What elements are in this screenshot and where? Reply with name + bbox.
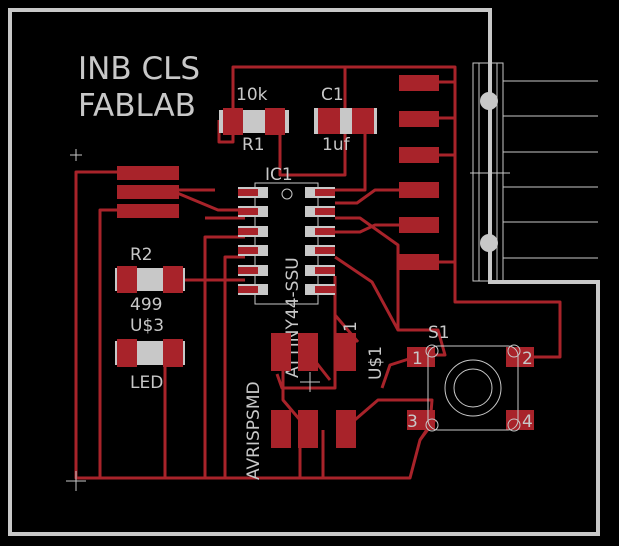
- board-outline: [8, 8, 600, 536]
- capacitor-c1[interactable]: C1 1uf: [314, 85, 377, 155]
- avrisp-name-label: AVRISPSMD: [244, 381, 264, 480]
- u1-name-label: U$1: [366, 346, 386, 380]
- r2-value-label: 499: [130, 295, 162, 315]
- u3-value-label: LED: [130, 373, 163, 393]
- u3-name-label: U$3: [130, 316, 164, 336]
- resonator[interactable]: [117, 166, 179, 218]
- ftdi-pads[interactable]: [399, 75, 439, 270]
- ftdi-header[interactable]: [470, 62, 598, 282]
- s1-pin3-label: 3: [407, 412, 418, 432]
- origin-markers: [66, 149, 320, 491]
- ic1-name-label: IC1: [265, 165, 293, 185]
- r1-value-label: 10k: [236, 85, 268, 105]
- s1-pin1-label: 1: [412, 349, 423, 369]
- r2-name-label: R2: [130, 245, 153, 265]
- led-u3[interactable]: U$3 LED: [115, 316, 185, 393]
- s1-name-label: S1: [428, 323, 450, 343]
- avrisp-pin1-label: 1: [341, 321, 361, 332]
- c1-value-label: 1uf: [322, 135, 351, 155]
- s1-pin2-label: 2: [522, 349, 533, 369]
- resistor-r1[interactable]: 10k R1: [219, 85, 289, 155]
- s1-pin4-label: 4: [522, 412, 533, 432]
- board-title-line1: INB CLS: [78, 51, 200, 87]
- r1-name-label: R1: [242, 135, 265, 155]
- switch-s1[interactable]: S1 1 2 3 4: [407, 323, 534, 432]
- avrisp-header[interactable]: AVRISPSMD 1 U$1: [244, 321, 386, 480]
- resistor-r2[interactable]: R2 499: [115, 245, 185, 315]
- board-title-line2: FABLAB: [78, 88, 196, 124]
- c1-name-label: C1: [321, 85, 344, 105]
